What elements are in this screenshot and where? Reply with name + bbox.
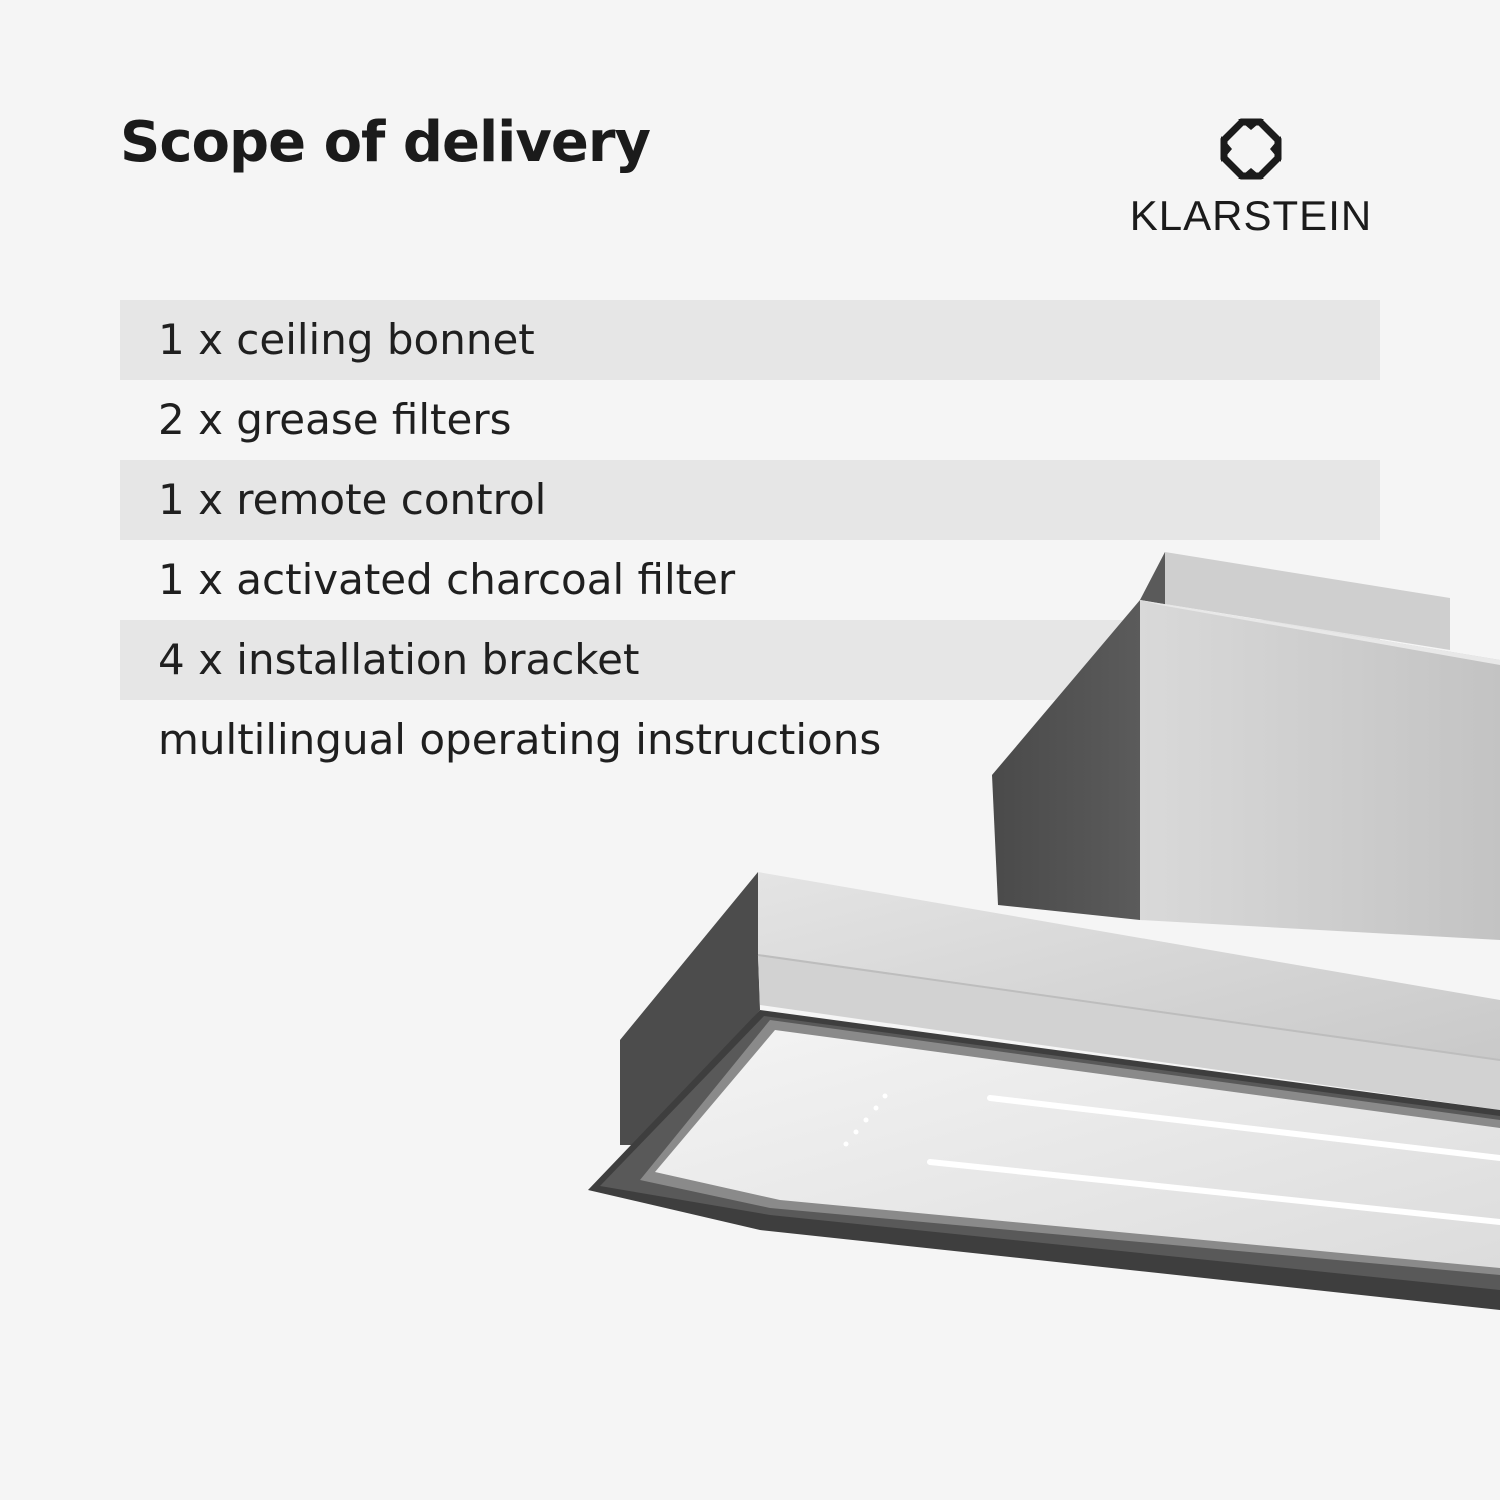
list-item: 2 x grease filters (158, 395, 512, 444)
page-title: Scope of delivery (120, 110, 651, 175)
list-item: 1 x remote control (120, 460, 1380, 540)
list-item: multilingual operating instructions (158, 715, 882, 764)
klarstein-octagon-icon (1220, 118, 1282, 180)
list-item: 1 x ceiling bonnet (120, 300, 1380, 380)
list-item: 1 x activated charcoal filter (158, 555, 736, 604)
ceiling-hood-product-image (588, 552, 1500, 1310)
brand-logo: KLARSTEIN (1120, 118, 1382, 240)
brand-name: KLARSTEIN (1129, 192, 1373, 239)
